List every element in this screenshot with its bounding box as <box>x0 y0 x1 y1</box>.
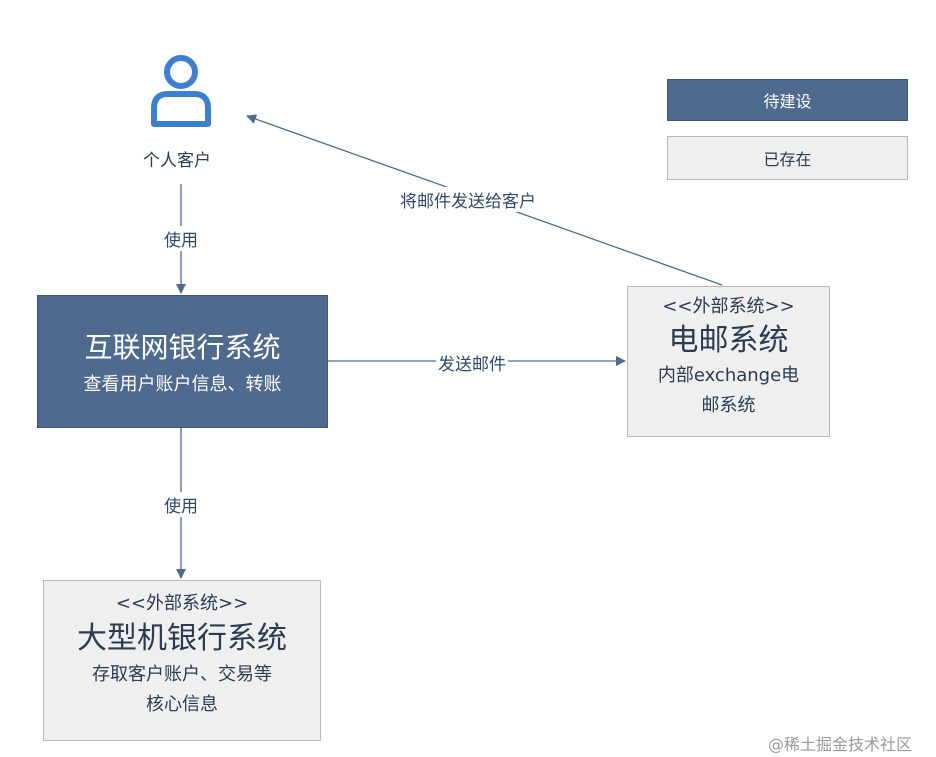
edge-label-customer-to-bank: 使用 <box>162 226 200 251</box>
node-title: 大型机银行系统 <box>77 621 287 656</box>
node-stereotype: <<外部系统>> <box>662 296 795 317</box>
edge-label-bank-to-mainframe: 使用 <box>162 492 200 517</box>
node-description: 查看用户账户信息、转账 <box>83 374 282 395</box>
actor-label: 个人客户 <box>143 151 211 171</box>
node-stereotype: <<外部系统>> <box>115 593 249 614</box>
node-description-line2: 邮系统 <box>701 395 756 416</box>
node-internet-banking-system: 互联网银行系统 查看用户账户信息、转账 <box>37 295 328 428</box>
node-description-line1: 存取客户账户、交易等 <box>92 664 272 685</box>
node-title: 电邮系统 <box>668 323 789 358</box>
node-description-line1: 内部exchange电 <box>657 365 800 386</box>
node-email-system: <<外部系统>> 电邮系统 内部exchange电 邮系统 <box>627 286 830 437</box>
legend-existing: 已存在 <box>667 136 908 180</box>
edge-label-bank-to-email: 发送邮件 <box>436 350 508 375</box>
person-icon <box>151 55 211 127</box>
node-description-line2: 核心信息 <box>146 694 218 715</box>
node-mainframe-banking-system: <<外部系统>> 大型机银行系统 存取客户账户、交易等 核心信息 <box>43 580 321 741</box>
edge-label-email-to-customer: 将邮件发送给客户 <box>398 187 538 212</box>
legend-to-build: 待建设 <box>667 79 908 121</box>
watermark: @稀土掘金技术社区 <box>768 735 913 754</box>
node-title: 互联网银行系统 <box>84 331 281 364</box>
